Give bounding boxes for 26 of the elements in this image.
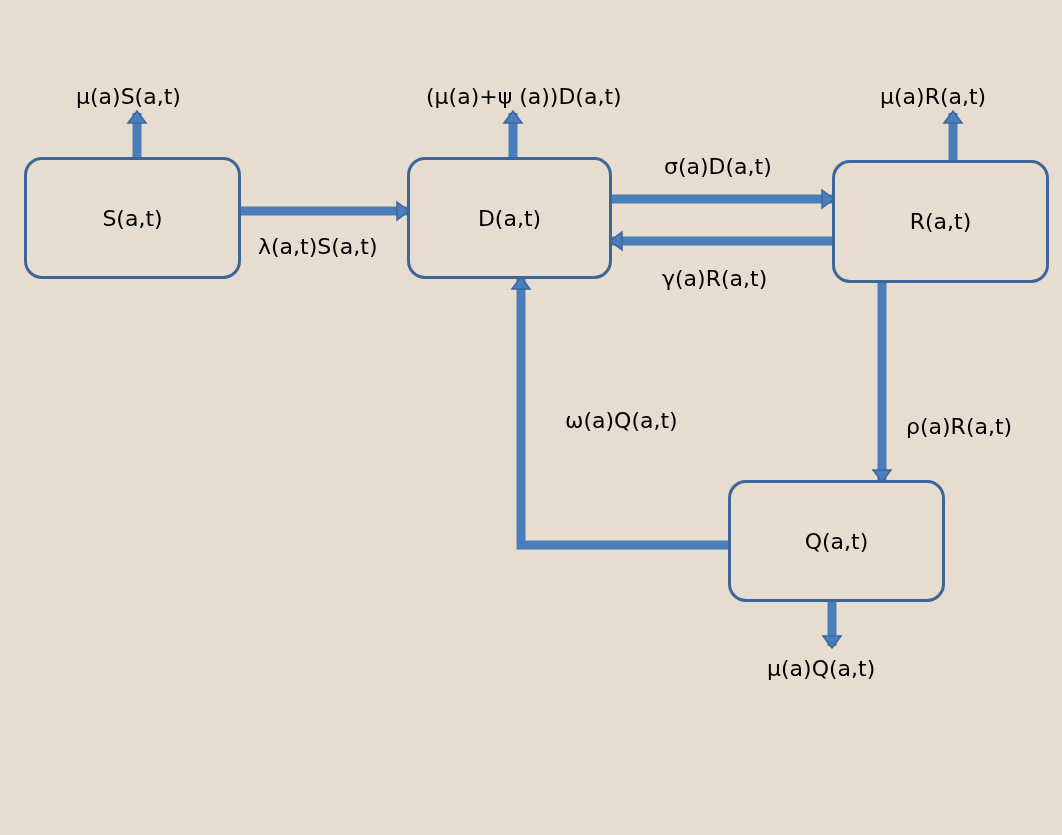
edge-label: μ(a)R(a,t) [880, 83, 987, 111]
edge-label: (μ(a)+ψ (a))D(a,t) [426, 83, 622, 111]
flow-arrow [872, 283, 892, 483]
edge-label: σ(a)D(a,t) [664, 153, 772, 181]
flow-arrow [241, 201, 410, 221]
flow-arrow [822, 602, 842, 649]
state-label: Q(a,t) [804, 527, 869, 556]
state-label: R(a,t) [909, 208, 972, 236]
state-label: D(a,t) [477, 204, 542, 233]
flow-arrow [943, 110, 963, 160]
state-box [832, 160, 1049, 283]
state-box [728, 480, 945, 602]
edge-label: λ(a,t)S(a,t) [258, 233, 378, 261]
flow-arrow [612, 189, 835, 209]
state-label: S(a,t) [102, 204, 163, 233]
edge-label: μ(a)S(a,t) [76, 83, 181, 111]
edge-label: ρ(a)R(a,t) [906, 413, 1013, 441]
edge-label: μ(a)Q(a,t) [767, 655, 876, 683]
edge-label: γ(a)R(a,t) [662, 265, 768, 293]
flow-arrow [503, 110, 523, 157]
edge-label: ω(a)Q(a,t) [565, 407, 678, 435]
flow-arrow [609, 231, 832, 251]
flow-arrow [511, 276, 728, 550]
state-box [407, 157, 612, 279]
state-box [24, 157, 241, 279]
flow-arrow [127, 110, 147, 157]
